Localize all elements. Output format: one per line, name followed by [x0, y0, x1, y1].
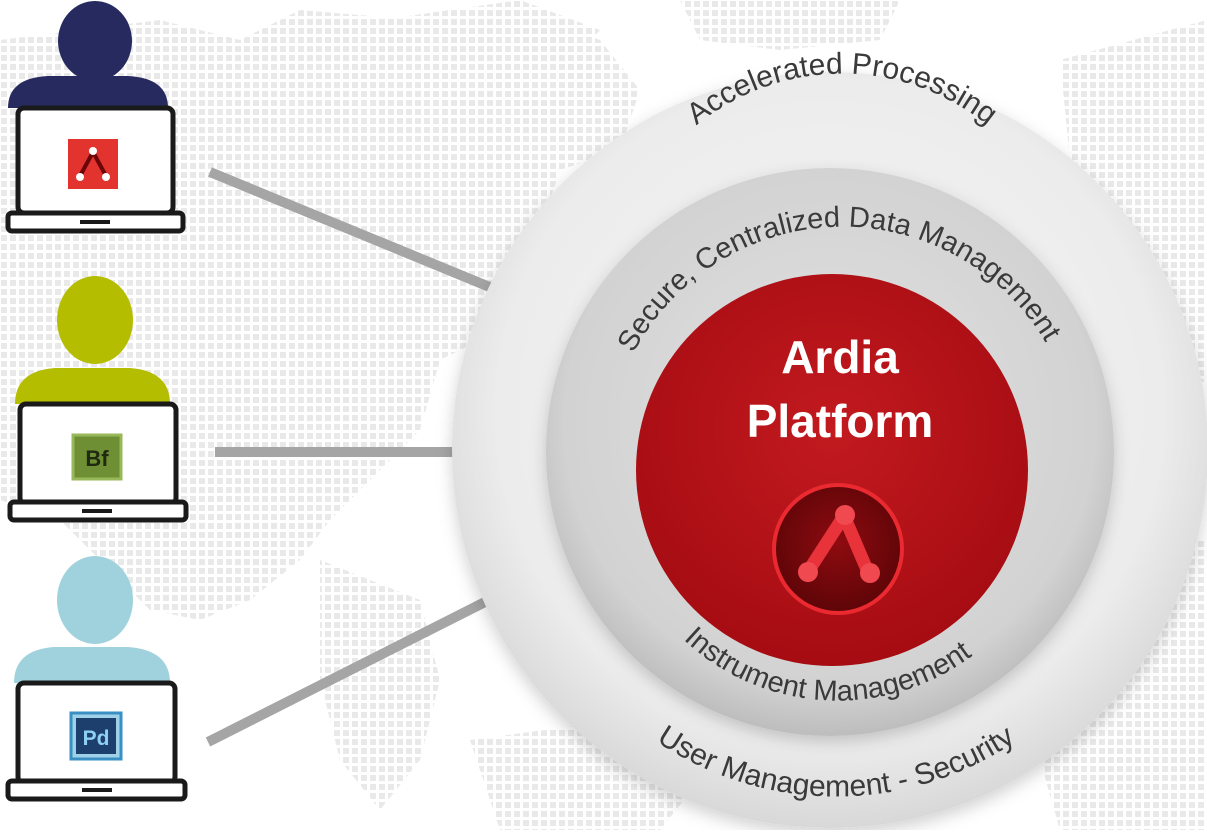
person-icon [8, 1, 168, 108]
pd-app-icon: Pd [69, 711, 123, 761]
user-2-workstation: Bf [7, 276, 189, 523]
ardia-app-icon [68, 139, 118, 189]
platform-title-line1: Ardia [781, 331, 899, 383]
connector-user-1 [208, 167, 494, 293]
ardia-network-icon [772, 483, 904, 615]
bf-app-icon: Bf [71, 433, 123, 481]
connector-user-3 [205, 597, 488, 747]
connectors [205, 167, 494, 747]
pd-app-label: Pd [83, 727, 110, 750]
user-3-workstation: Pd [5, 556, 188, 802]
user-1-workstation [5, 1, 186, 234]
person-icon [15, 276, 170, 404]
person-icon [14, 556, 170, 683]
platform-title-line2: Platform [747, 395, 934, 447]
ardia-platform-diagram: Ardia Platform Accelerated Processing Se… [452, 47, 1207, 828]
bf-app-label: Bf [85, 446, 109, 471]
core-circle [636, 274, 1028, 666]
